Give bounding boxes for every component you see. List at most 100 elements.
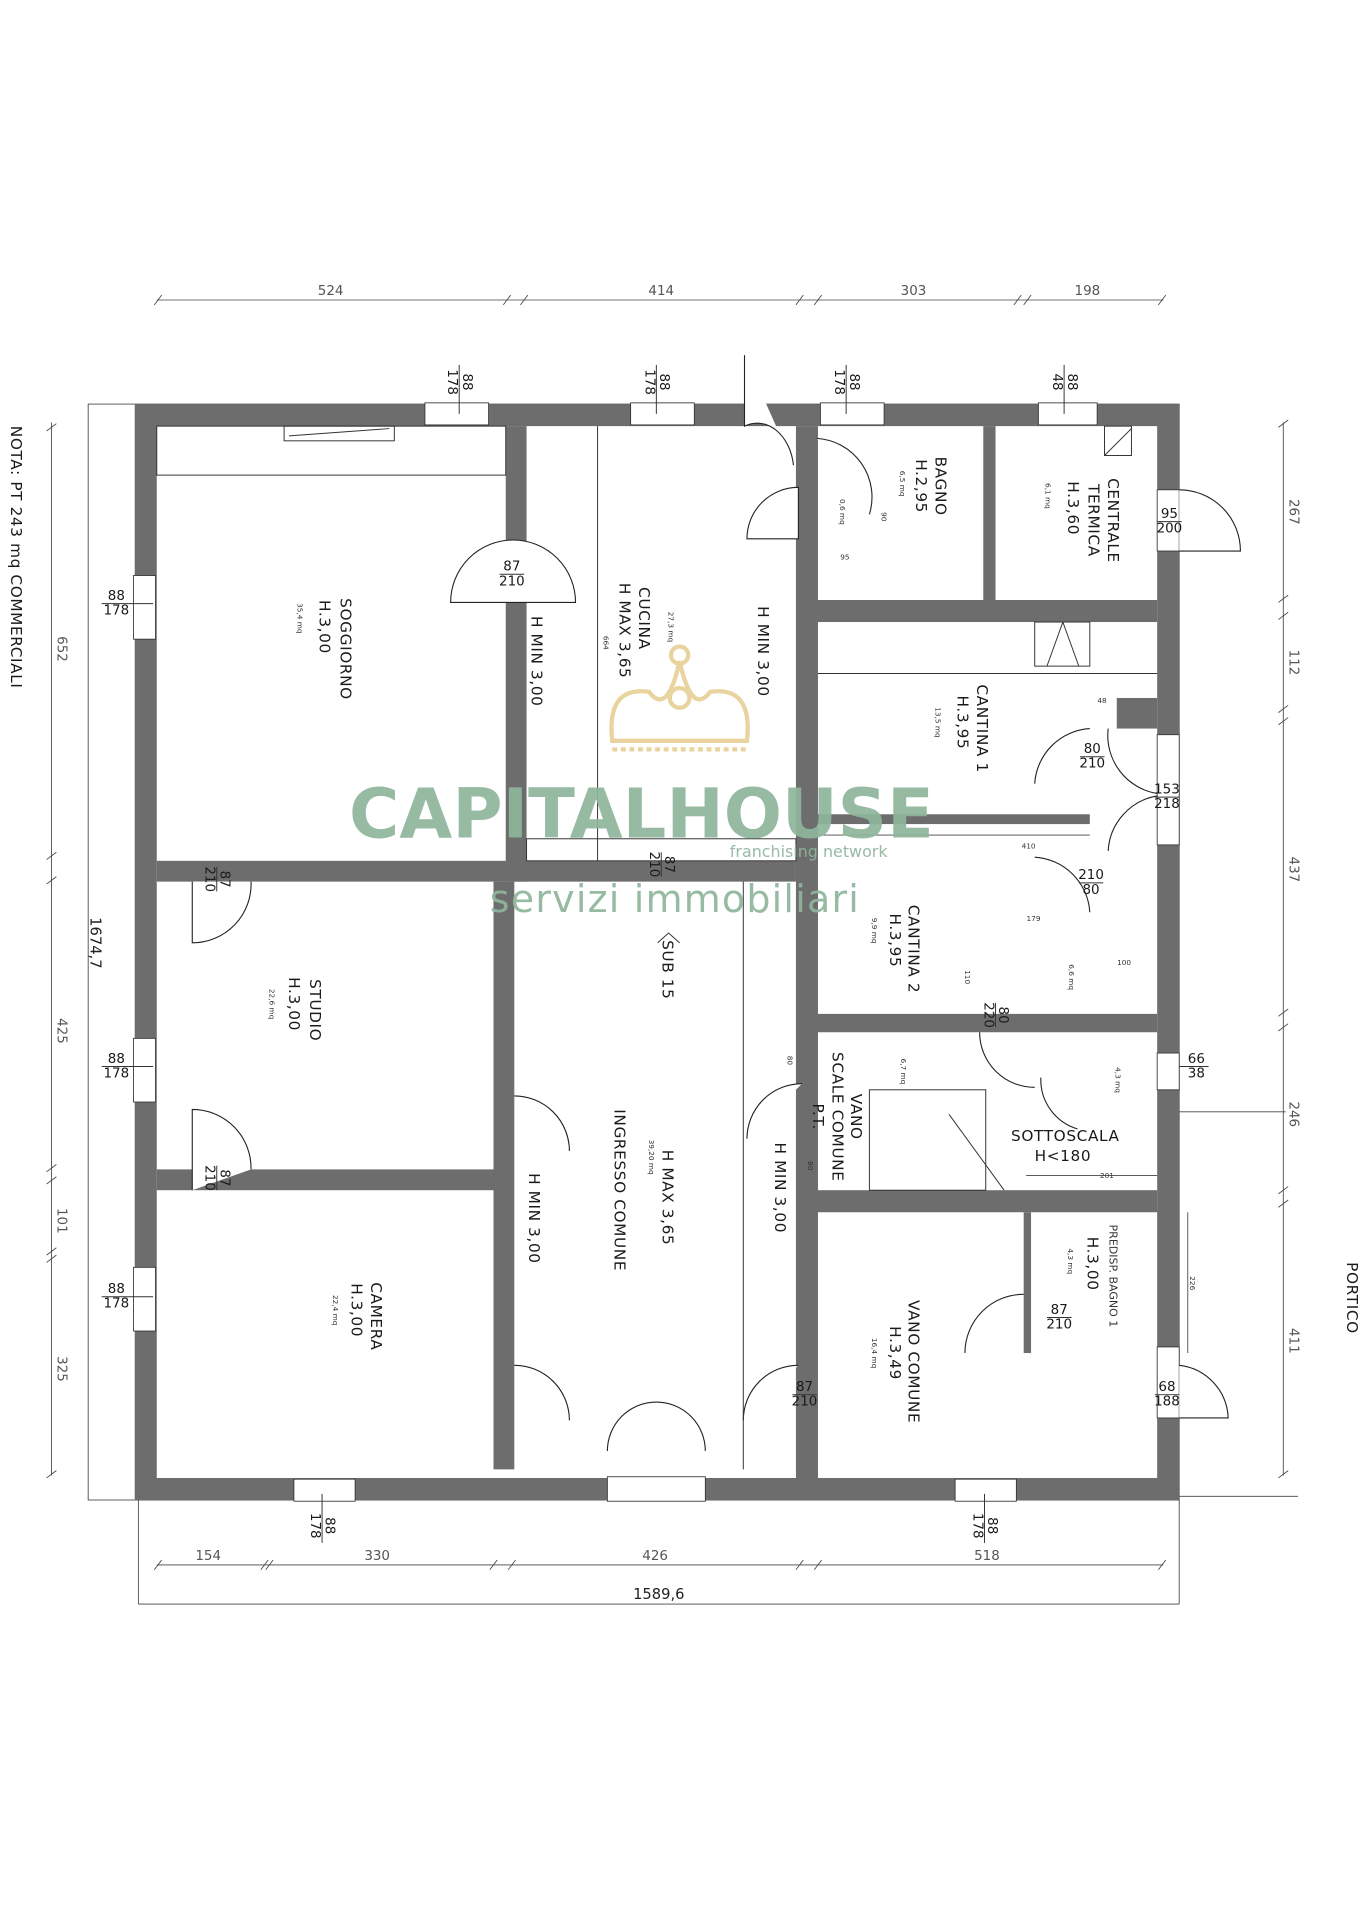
svg-text:CUCINA: CUCINA xyxy=(635,587,653,650)
svg-text:188: 188 xyxy=(1154,1395,1180,1410)
room-centrale-termica: CENTRALE TERMICA H.3,60 6,1 mq xyxy=(1044,478,1122,563)
room-studio: STUDIO H.3,00 22,6 mq xyxy=(267,977,323,1041)
windows xyxy=(133,402,1180,1502)
svg-text:178: 178 xyxy=(307,1513,322,1539)
svg-text:H MAX 3,65: H MAX 3,65 xyxy=(658,1150,676,1246)
svg-text:1674,7: 1674,7 xyxy=(87,917,104,968)
portico-label: PORTICO xyxy=(1343,1262,1358,1334)
dimension-left: 652 425 101 325 1674,7 xyxy=(46,422,104,1479)
svg-text:0,6 mq: 0,6 mq xyxy=(838,499,847,525)
svg-text:H MIN 3,00: H MIN 3,00 xyxy=(754,606,772,697)
svg-text:87: 87 xyxy=(503,560,520,575)
svg-text:87: 87 xyxy=(216,1169,231,1186)
svg-text:437: 437 xyxy=(1285,857,1300,883)
svg-text:210: 210 xyxy=(1079,757,1105,772)
svg-text:INGRESSO COMUNE: INGRESSO COMUNE xyxy=(611,1109,629,1271)
svg-text:88: 88 xyxy=(459,373,474,390)
svg-text:H MIN 3,00: H MIN 3,00 xyxy=(527,616,545,707)
svg-text:524: 524 xyxy=(318,284,344,299)
room-cantina-2: CANTINA 2 H.3,95 9,9 mq 179 110 100 6,6 … xyxy=(870,905,1132,993)
svg-text:80: 80 xyxy=(1082,883,1099,898)
svg-text:H.3,49: H.3,49 xyxy=(886,1326,904,1380)
svg-text:210: 210 xyxy=(1046,1318,1072,1333)
room-bagno: BAGNO H.2,95 6,5 mq 0,6 mq 90 95 xyxy=(838,457,950,562)
svg-text:411: 411 xyxy=(1285,1328,1300,1354)
svg-text:88: 88 xyxy=(108,1052,125,1067)
svg-text:201: 201 xyxy=(1100,1171,1114,1180)
watermark-brand-a: CAPITAL xyxy=(349,775,666,855)
svg-text:210: 210 xyxy=(202,1165,217,1191)
svg-text:88: 88 xyxy=(322,1517,337,1534)
note-text: NOTA: PT 243 mq COMMERCIALI xyxy=(7,426,25,689)
svg-text:518: 518 xyxy=(974,1549,1000,1564)
svg-text:178: 178 xyxy=(444,369,459,395)
svg-text:112: 112 xyxy=(1285,650,1300,676)
svg-text:6,1 mq: 6,1 mq xyxy=(1044,483,1053,509)
svg-text:H MIN 3,00: H MIN 3,00 xyxy=(525,1173,543,1264)
svg-text:267: 267 xyxy=(1285,499,1300,525)
dimension-bottom: 154 330 426 518 1589,6 xyxy=(153,1549,1167,1603)
watermark-brand: CAPITALHOUSE xyxy=(349,775,934,855)
svg-text:220: 220 xyxy=(981,1002,996,1028)
svg-text:178: 178 xyxy=(831,369,846,395)
svg-text:STUDIO: STUDIO xyxy=(306,979,324,1041)
svg-text:178: 178 xyxy=(641,369,656,395)
svg-text:87: 87 xyxy=(661,856,676,873)
svg-text:652: 652 xyxy=(54,636,69,662)
svg-text:88: 88 xyxy=(108,589,125,604)
svg-text:100: 100 xyxy=(1117,958,1131,967)
crown-icon xyxy=(609,644,750,752)
svg-text:95: 95 xyxy=(840,553,850,562)
svg-text:88: 88 xyxy=(108,1282,125,1297)
svg-text:179: 179 xyxy=(1026,914,1040,923)
svg-text:27,3 mq: 27,3 mq xyxy=(667,612,676,642)
svg-text:H.3,00: H.3,00 xyxy=(316,600,334,654)
dimension-top: 524 414 303 198 xyxy=(153,284,1167,306)
svg-text:87: 87 xyxy=(216,871,231,888)
svg-text:6,5 mq: 6,5 mq xyxy=(898,471,907,497)
room-camera: CAMERA H.3,00 22,4 mq xyxy=(331,1282,385,1350)
svg-text:SUB 15: SUB 15 xyxy=(658,940,676,999)
svg-text:303: 303 xyxy=(901,284,927,299)
svg-text:1589,6: 1589,6 xyxy=(633,1586,684,1603)
svg-text:16,4 mq: 16,4 mq xyxy=(870,1338,879,1368)
svg-text:178: 178 xyxy=(969,1513,984,1539)
svg-text:88: 88 xyxy=(984,1517,999,1534)
watermark-tagline: franchising network xyxy=(730,842,889,861)
svg-text:48: 48 xyxy=(1097,696,1107,705)
svg-text:87: 87 xyxy=(796,1380,813,1395)
svg-text:CAMERA: CAMERA xyxy=(367,1282,385,1350)
svg-text:P.T.: P.T. xyxy=(809,1103,827,1130)
watermark-brand-b: HOUSE xyxy=(666,775,934,855)
svg-text:80: 80 xyxy=(995,1007,1010,1024)
svg-text:325: 325 xyxy=(54,1356,69,1382)
svg-text:H.3,00: H.3,00 xyxy=(285,977,303,1031)
svg-text:218: 218 xyxy=(1154,797,1180,812)
svg-text:H MIN 3,00: H MIN 3,00 xyxy=(771,1142,789,1233)
svg-text:4,3 mq: 4,3 mq xyxy=(1114,1067,1123,1093)
svg-text:414: 414 xyxy=(648,284,674,299)
svg-text:PREDISP. BAGNO 1: PREDISP. BAGNO 1 xyxy=(1106,1225,1119,1328)
svg-text:80: 80 xyxy=(785,1056,794,1066)
svg-text:101: 101 xyxy=(54,1208,69,1234)
svg-text:H.2,95: H.2,95 xyxy=(912,459,930,513)
svg-text:H.3,00: H.3,00 xyxy=(347,1283,365,1337)
svg-text:66: 66 xyxy=(1188,1052,1205,1067)
svg-text:88: 88 xyxy=(846,373,861,390)
svg-text:90: 90 xyxy=(880,512,889,522)
svg-text:154: 154 xyxy=(195,1549,221,1564)
svg-text:CANTINA 1: CANTINA 1 xyxy=(973,684,991,772)
room-cantina-1: CANTINA 1 H.3,95 13,5 mq 48 410 xyxy=(934,684,1108,850)
svg-text:38: 38 xyxy=(1188,1067,1205,1082)
height-labels: H MIN 3,00 H MIN 3,00 H MIN 3,00 H MIN 3… xyxy=(525,606,789,1264)
svg-text:88: 88 xyxy=(1064,373,1079,390)
svg-text:87: 87 xyxy=(1051,1303,1068,1318)
fixtures xyxy=(156,425,1189,1470)
room-vano-comune: VANO COMUNE H.3,49 16,4 mq xyxy=(870,1300,923,1423)
watermark-subtitle: servizi immobiliari xyxy=(490,877,860,921)
svg-text:4,3 mq: 4,3 mq xyxy=(1066,1248,1075,1274)
svg-text:CENTRALE: CENTRALE xyxy=(1104,478,1122,563)
dimension-right: 267 112 437 246 411 xyxy=(1278,419,1300,1479)
svg-text:80: 80 xyxy=(1084,742,1101,757)
